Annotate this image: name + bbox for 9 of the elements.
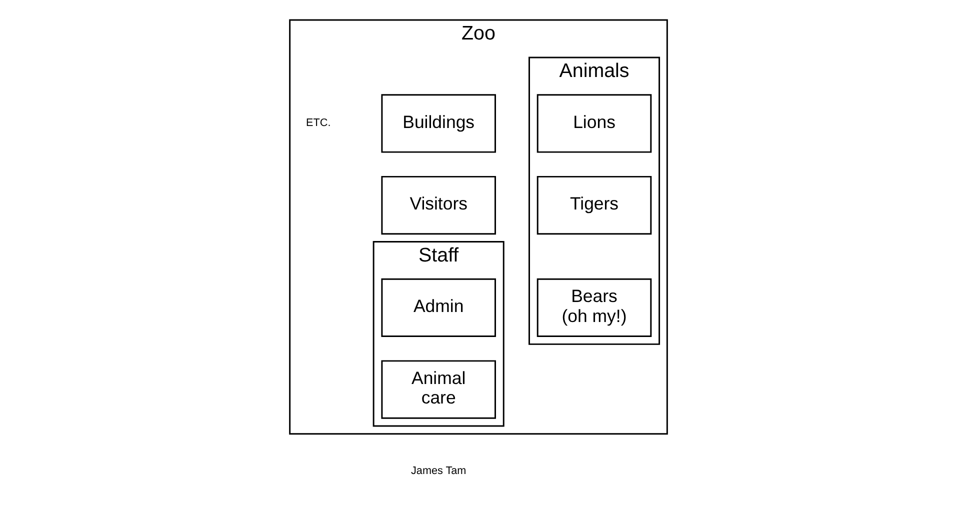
node-box: Visitors: [381, 176, 496, 235]
node-box: Animal care: [381, 360, 496, 419]
label: James Tam: [411, 465, 466, 478]
node-box: Lions: [536, 94, 652, 153]
node-box: Tigers: [536, 176, 652, 235]
node-box: Buildings: [381, 94, 496, 153]
label: ETC.: [306, 117, 331, 130]
node-box: Bears (oh my!): [536, 278, 652, 338]
node-box: Admin: [381, 278, 496, 338]
